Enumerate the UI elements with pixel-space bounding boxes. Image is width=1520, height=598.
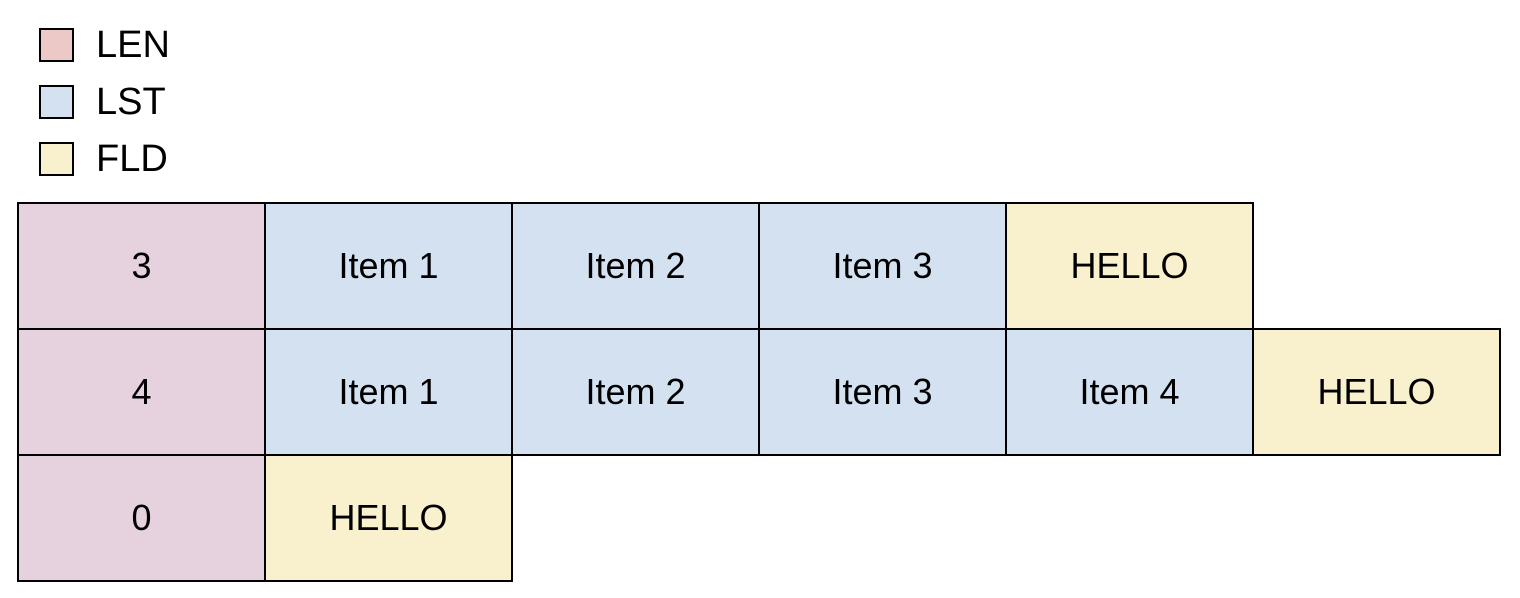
cell-lst: Item 1 xyxy=(264,202,513,330)
cell-len: 4 xyxy=(17,328,266,456)
cell-lst: Item 1 xyxy=(264,328,513,456)
cell-fld: HELLO xyxy=(1005,202,1254,330)
legend-label: LEN xyxy=(96,24,170,66)
cell-fld: HELLO xyxy=(264,454,513,582)
cell-lst: Item 3 xyxy=(758,202,1007,330)
legend-label: FLD xyxy=(96,138,168,180)
legend-label: LST xyxy=(96,81,166,123)
legend: LEN LST FLD xyxy=(39,26,170,178)
cell-len: 0 xyxy=(17,454,266,582)
legend-swatch-fld xyxy=(39,142,74,176)
legend-swatch-len xyxy=(39,28,74,62)
cell-lst: Item 2 xyxy=(511,202,760,330)
cell-fld: HELLO xyxy=(1252,328,1501,456)
legend-swatch-lst xyxy=(39,85,74,119)
cell-lst: Item 3 xyxy=(758,328,1007,456)
cell-len: 3 xyxy=(17,202,266,330)
legend-item-lst: LST xyxy=(39,83,170,121)
legend-item-len: LEN xyxy=(39,26,170,64)
cell-lst: Item 4 xyxy=(1005,328,1254,456)
legend-item-fld: FLD xyxy=(39,140,170,178)
cell-lst: Item 2 xyxy=(511,328,760,456)
